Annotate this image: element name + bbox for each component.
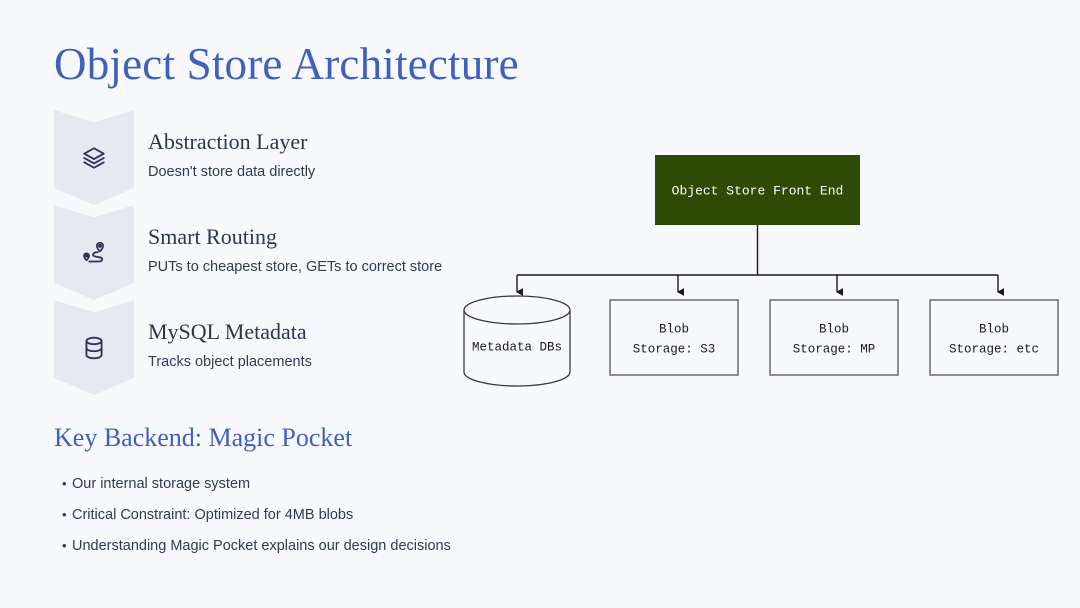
- feature-badge: [54, 110, 134, 205]
- bullet-list: • Our internal storage system • Critical…: [62, 474, 582, 567]
- diagram-node-front-end: Object Store Front End: [655, 155, 860, 225]
- diagram-node-label-line2: Storage: etc: [949, 342, 1039, 356]
- diagram-node-blob-storage-mp: Blob Storage: MP: [769, 299, 899, 376]
- page-title: Object Store Architecture: [54, 39, 519, 89]
- feature-item-abstraction-layer: Abstraction Layer Doesn't store data dir…: [54, 110, 484, 205]
- feature-title: Abstraction Layer: [148, 129, 308, 154]
- diagram-node-label-line2: Storage: MP: [793, 342, 876, 356]
- layers-icon: [81, 145, 107, 171]
- list-item: • Critical Constraint: Optimized for 4MB…: [62, 505, 582, 525]
- diagram-connectors: [516, 225, 1004, 296]
- diagram-node-blob-storage-etc: Blob Storage: etc: [929, 299, 1059, 376]
- list-item-label: Our internal storage system: [72, 476, 251, 492]
- diagram-node-label: Metadata DBs: [472, 340, 562, 354]
- bullet-marker-icon: •: [62, 476, 67, 491]
- feature-title: Smart Routing: [148, 224, 277, 249]
- diagram-node-blob-storage-s3: Blob Storage: S3: [609, 299, 739, 376]
- diagram-node-label: Object Store Front End: [672, 183, 844, 198]
- list-item: • Our internal storage system: [62, 474, 582, 494]
- diagram-node-label-line1: Blob: [979, 322, 1009, 336]
- diagram-node-label-line1: Blob: [819, 322, 849, 336]
- diagram-node-metadata-dbs: Metadata DBs: [463, 295, 571, 387]
- feature-subtitle: Tracks object placements: [148, 354, 312, 370]
- section-heading: Key Backend: Magic Pocket: [54, 423, 353, 452]
- architecture-diagram: Object Store Front End Metadata DBs B: [440, 130, 1080, 395]
- route-icon: [81, 240, 107, 266]
- bullet-marker-icon: •: [62, 507, 67, 522]
- list-item: • Understanding Magic Pocket explains ou…: [62, 536, 582, 556]
- feature-subtitle: PUTs to cheapest store, GETs to correct …: [148, 259, 443, 275]
- feature-text: MySQL Metadata Tracks object placements: [148, 318, 312, 372]
- feature-title: MySQL Metadata: [148, 319, 307, 344]
- feature-list: Abstraction Layer Doesn't store data dir…: [54, 110, 484, 395]
- database-icon: [81, 335, 107, 361]
- list-item-label: Critical Constraint: Optimized for 4MB b…: [72, 507, 354, 523]
- feature-text: Abstraction Layer Doesn't store data dir…: [148, 128, 315, 182]
- feature-subtitle: Doesn't store data directly: [148, 164, 316, 180]
- list-item-label: Understanding Magic Pocket explains our …: [72, 538, 451, 554]
- feature-item-mysql-metadata: MySQL Metadata Tracks object placements: [54, 300, 484, 395]
- feature-badge: [54, 300, 134, 395]
- feature-badge: [54, 205, 134, 300]
- bullet-marker-icon: •: [62, 538, 67, 553]
- feature-text: Smart Routing PUTs to cheapest store, GE…: [148, 223, 442, 277]
- diagram-node-label-line1: Blob: [659, 322, 689, 336]
- diagram-node-label-line2: Storage: S3: [633, 342, 716, 356]
- feature-item-smart-routing: Smart Routing PUTs to cheapest store, GE…: [54, 205, 484, 300]
